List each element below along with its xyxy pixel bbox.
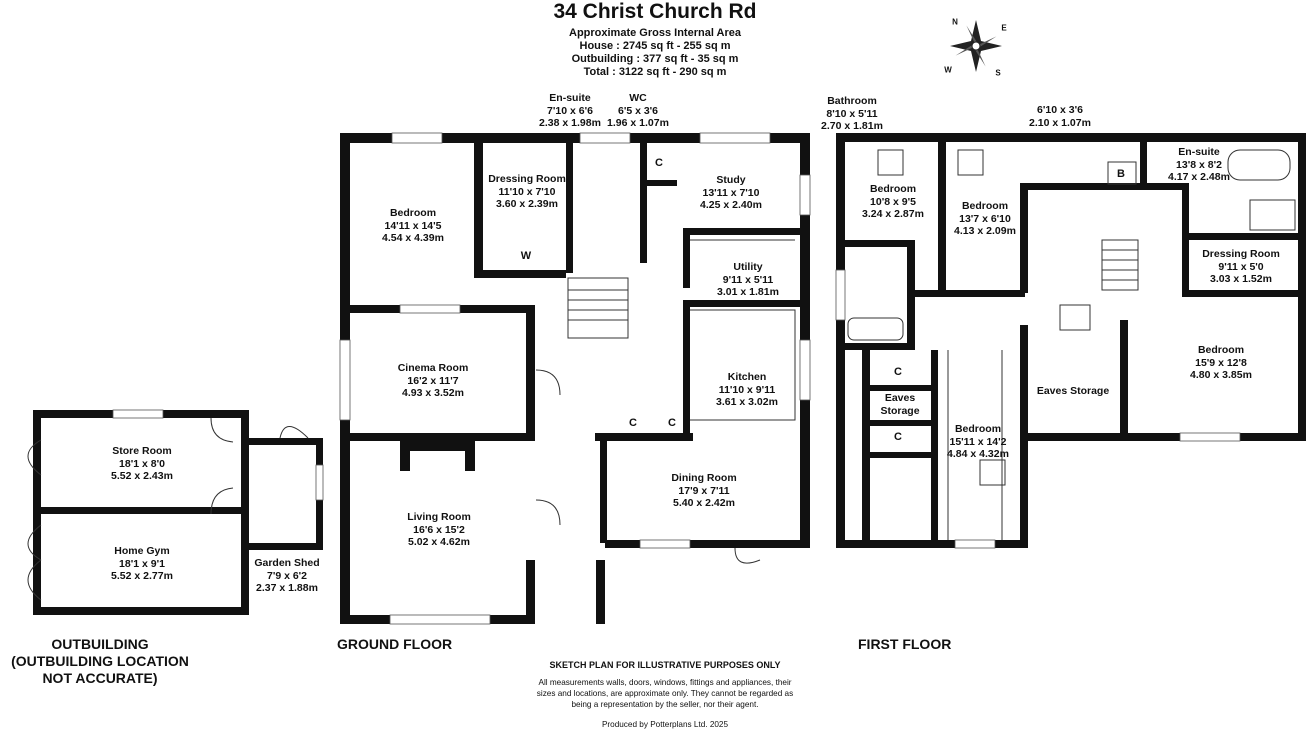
outbuilding-walls <box>27 409 324 615</box>
total-area: Total : 3122 sq ft - 290 sq m <box>583 66 727 78</box>
cupboard-label: C <box>894 366 902 378</box>
ground-floor-label: GROUND FLOOR <box>337 636 453 652</box>
wardrobe-label: W <box>520 250 532 262</box>
area-heading: Approximate Gross Internal Area <box>569 27 741 39</box>
first-floor-walls <box>835 133 1306 549</box>
compass-letter-w: W <box>944 65 952 75</box>
compass-letter-s: S <box>995 68 1001 78</box>
producer-credit: Produced by Potterplans Ltd. 2025 <box>601 720 729 729</box>
property-title: 34 Christ Church Rd <box>553 0 757 23</box>
cupboard-label: C <box>655 157 663 169</box>
house-area: House : 2745 sq ft - 255 sq m <box>579 40 731 52</box>
outbuilding-label: OUTBUILDING (OUTBUILDING LOCATION NOT AC… <box>11 636 189 686</box>
room-eaves-storage-2: Eaves Storage <box>1036 385 1110 397</box>
compass-rose-icon <box>950 20 1002 72</box>
cupboard-label: C <box>894 431 902 443</box>
ground-floor-walls <box>339 132 811 625</box>
cupboard-label: C <box>668 417 676 429</box>
disclaimer-line: All measurements walls, doors, windows, … <box>538 678 792 687</box>
disclaimer-line: sizes and locations, are approximate onl… <box>536 689 794 698</box>
compass-letter-n: N <box>952 17 958 27</box>
boiler-label: B <box>1117 168 1125 180</box>
cupboard-label: C <box>629 417 637 429</box>
first-floor-label: FIRST FLOOR <box>858 636 952 652</box>
disclaimer-title: SKETCH PLAN FOR ILLUSTRATIVE PURPOSES ON… <box>549 660 781 670</box>
outbuilding-area: Outbuilding : 377 sq ft - 35 sq m <box>571 53 739 65</box>
compass-letter-e: E <box>1001 23 1007 33</box>
disclaimer-line: being a representation by the seller, no… <box>571 700 759 709</box>
